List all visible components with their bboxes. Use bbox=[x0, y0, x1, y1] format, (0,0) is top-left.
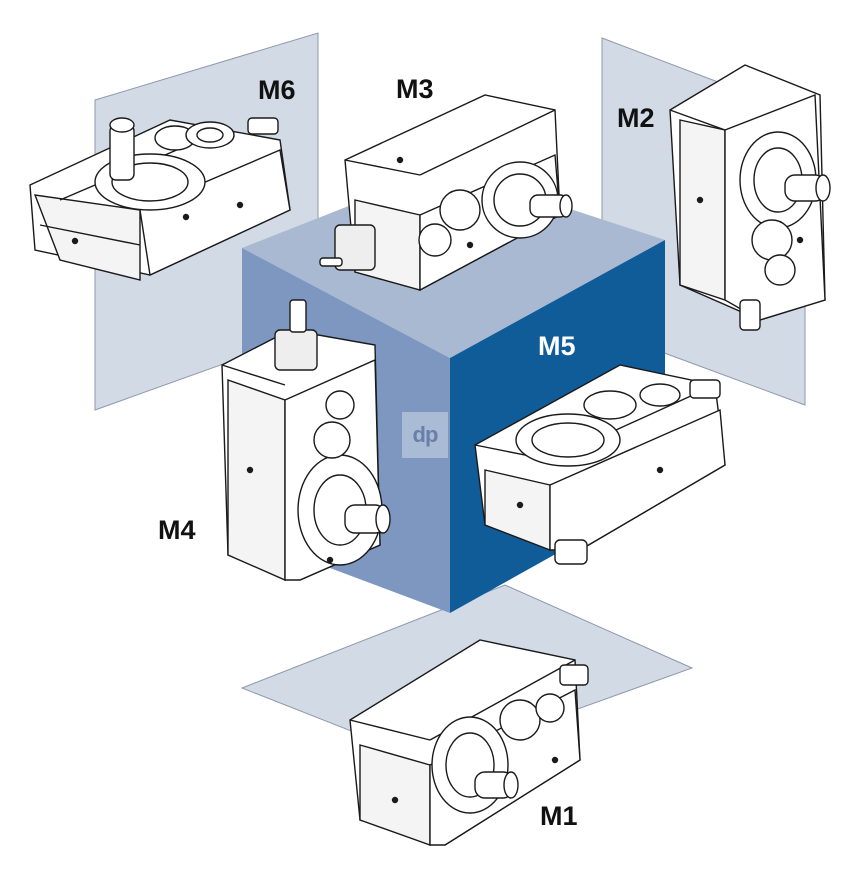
label-m1: M1 bbox=[540, 801, 578, 831]
gearbox-m6 bbox=[29, 117, 291, 281]
gearbox-m4 bbox=[221, 299, 391, 582]
label-m5: M5 bbox=[538, 331, 576, 361]
gearbox-m3 bbox=[319, 94, 573, 292]
label-m2: M2 bbox=[617, 103, 655, 133]
label-m4: M4 bbox=[158, 515, 196, 545]
gearbox-m2 bbox=[669, 64, 831, 331]
label-m6: M6 bbox=[258, 75, 296, 105]
label-m3: M3 bbox=[396, 74, 434, 104]
gearbox-m1 bbox=[349, 639, 589, 846]
watermark-logo: dp bbox=[402, 412, 448, 458]
gearbox-m5 bbox=[474, 364, 726, 565]
